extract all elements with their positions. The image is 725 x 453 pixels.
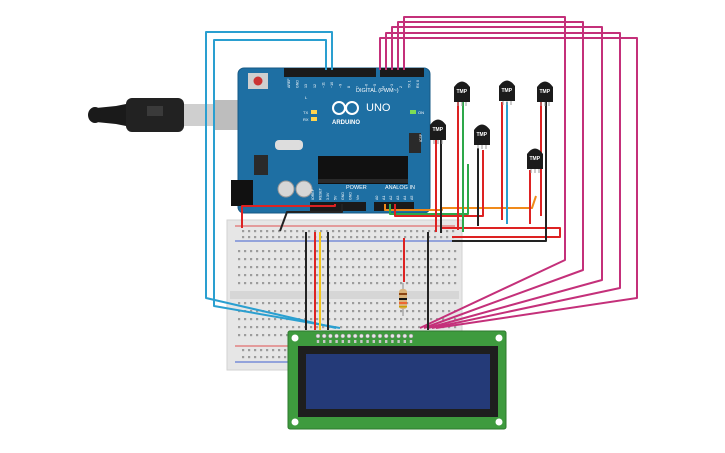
pin-label: A0 — [375, 196, 379, 200]
pin-label: GND — [349, 192, 353, 200]
digital-header: DIGITAL (PWM~) — [356, 88, 399, 94]
pin-label: ~3 — [390, 84, 394, 88]
digital-pin-labels: AREF GND 13 12 ~11 ~10 ~9 8 7 ~6 ~5 4 ~3 2 TX 1 RX 0 — [287, 78, 420, 88]
pin-label: A3 — [396, 196, 400, 200]
pin-label: GND — [341, 192, 345, 200]
pin-label: TX 1 — [407, 80, 411, 88]
pin-label: A2 — [389, 196, 393, 200]
tmp-sensor-label: TMP — [457, 89, 468, 95]
usb-cable — [88, 98, 244, 132]
pin-label: A1 — [382, 196, 386, 200]
icsp-label: ICSP — [419, 133, 423, 142]
l-label: L — [305, 95, 308, 100]
arduino-model: UNO — [366, 102, 391, 114]
on-label: ON — [418, 110, 424, 115]
pin-label: ~5 — [373, 84, 377, 88]
pin-label: ~11 — [321, 82, 325, 88]
pin-label: AREF — [287, 78, 291, 88]
tmp-sensor-2: TMP — [454, 81, 470, 106]
wire-black-gnd — [279, 204, 343, 232]
pin-label: ~9 — [339, 84, 343, 88]
wire-red-5v — [241, 204, 336, 228]
wire-black-rail — [452, 230, 547, 242]
pin-label: 2 — [399, 86, 403, 88]
lcd-module — [287, 330, 507, 430]
pin-label: IOREF — [311, 188, 315, 200]
analog-header: ANALOG IN — [385, 185, 415, 191]
tmp-sensor-3: TMP — [474, 124, 490, 149]
resistor — [399, 283, 407, 316]
tmp-sensor-label: TMP — [530, 156, 541, 162]
wire-green-a1 — [389, 164, 469, 215]
pin-label: 13 — [304, 84, 308, 88]
pin-label: Vin — [356, 195, 360, 200]
rx-label: RX — [303, 117, 309, 122]
arduino-logo-icon — [332, 101, 359, 115]
wire-red-rail — [442, 227, 561, 238]
arduino-brand: ARDUINO — [332, 120, 360, 126]
tmp-sensor-label: TMP — [433, 127, 444, 133]
pin-label: 3.3V — [326, 192, 330, 200]
lcd-screen — [306, 354, 490, 409]
pin-label: ~10 — [330, 82, 334, 88]
tmp-sensor-label: TMP — [540, 89, 551, 95]
wire-blue-inner — [213, 39, 341, 329]
wire-magenta-1 — [379, 37, 638, 329]
arduino-board: ARDUINO UNO DIGITAL (PWM~) POWER ANALOG … — [231, 67, 431, 214]
wire-magenta-3 — [391, 26, 603, 329]
wire-blue-outer — [205, 31, 337, 329]
tmp-sensor-1: TMP — [430, 119, 446, 144]
wire-red-a2 — [394, 150, 484, 217]
lcd-pin-row — [315, 333, 414, 343]
tmp-sensor-4: TMP — [499, 80, 515, 105]
pin-label: GND — [296, 80, 300, 88]
pin-label: ~6 — [364, 84, 368, 88]
pin-label: 4 — [382, 86, 386, 88]
wire-magenta-4 — [397, 21, 584, 329]
pin-label: 8 — [347, 86, 351, 88]
pin-label: 7 — [356, 86, 360, 88]
pin-label: RESET — [319, 187, 323, 200]
tx-label: TX — [303, 110, 308, 115]
pin-label: RX 0 — [416, 80, 420, 88]
tmp-sensor-label: TMP — [477, 132, 488, 138]
wires — [205, 16, 638, 330]
pin-label: A4 — [403, 196, 407, 200]
pin-label: A5 — [410, 196, 414, 200]
wire-magenta-5 — [403, 16, 566, 329]
tmp-sensor-5: TMP — [537, 81, 553, 106]
tmp-sensor-label: TMP — [502, 88, 513, 94]
pin-label: 12 — [313, 84, 317, 88]
temperature-sensors: TMP TMP TMP TMP TMP TMP — [430, 80, 553, 173]
tmp-sensor-6: TMP — [527, 148, 543, 173]
wire-magenta-2 — [385, 32, 621, 329]
pin-label: 5V — [334, 195, 338, 200]
power-header: POWER — [346, 185, 367, 191]
